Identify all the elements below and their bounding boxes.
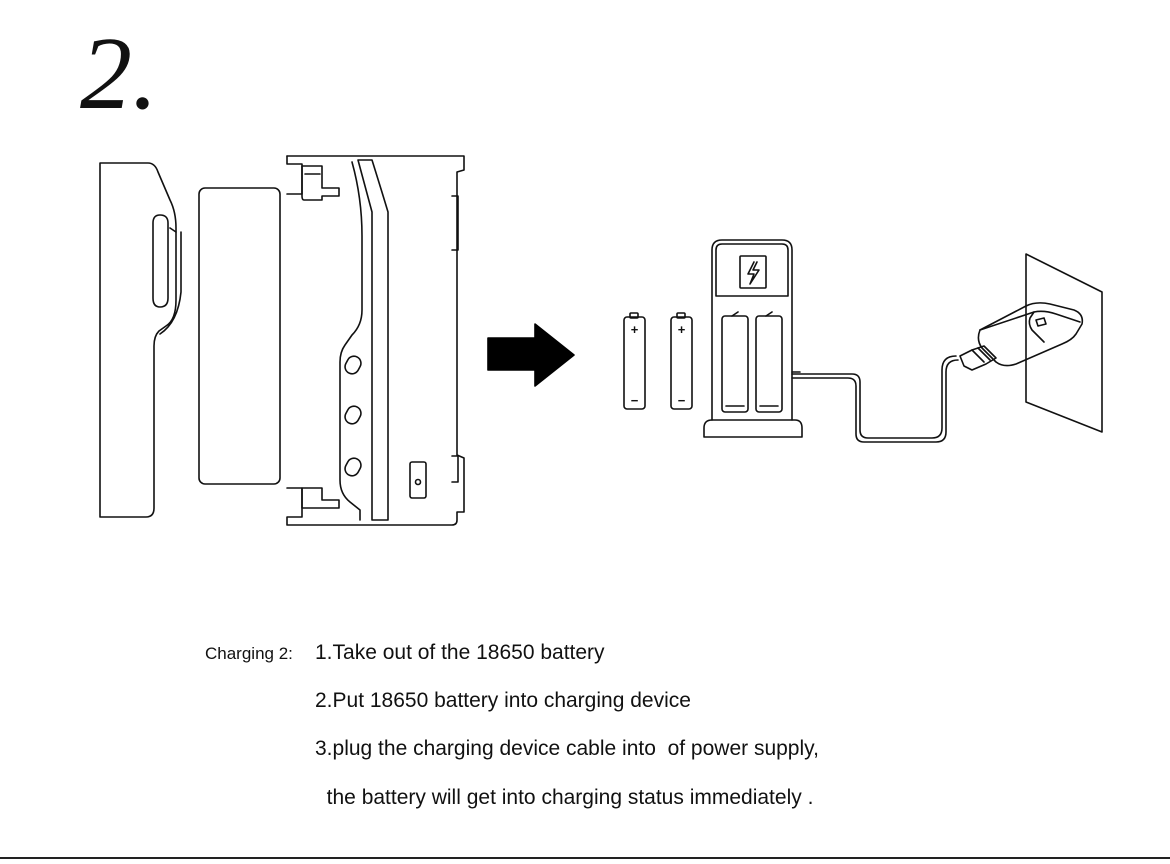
battery-minus-label: − [631, 393, 639, 408]
instruction-step-1: 1.Take out of the 18650 battery [315, 641, 605, 664]
loose-battery-left: + − [623, 312, 646, 410]
step-number: 2. [80, 16, 158, 131]
bottom-divider [0, 857, 1170, 859]
battery-minus-label: − [678, 393, 686, 408]
mod-body [286, 155, 465, 526]
power-adapter [959, 302, 1084, 371]
instructions-label: Charging 2: [205, 644, 293, 663]
battery-plus-label: + [678, 322, 686, 337]
battery-cell [198, 187, 281, 485]
instruction-step-3: 3.plug the charging device cable into of… [315, 737, 819, 760]
charging-illustration: + − + − [99, 155, 1103, 526]
charging-dock [703, 239, 803, 438]
wall-outlet [1025, 253, 1103, 433]
instruction-step-2: 2.Put 18650 battery into charging device [315, 689, 691, 712]
instruction-step-3-continued: the battery will get into charging statu… [315, 786, 814, 809]
loose-battery-right: + − [670, 312, 693, 410]
side-cover-panel [99, 162, 182, 518]
charging-cable [791, 355, 959, 443]
right-arrow-icon [487, 323, 575, 387]
lightning-bolt-icon [747, 261, 760, 285]
battery-plus-label: + [631, 322, 639, 337]
